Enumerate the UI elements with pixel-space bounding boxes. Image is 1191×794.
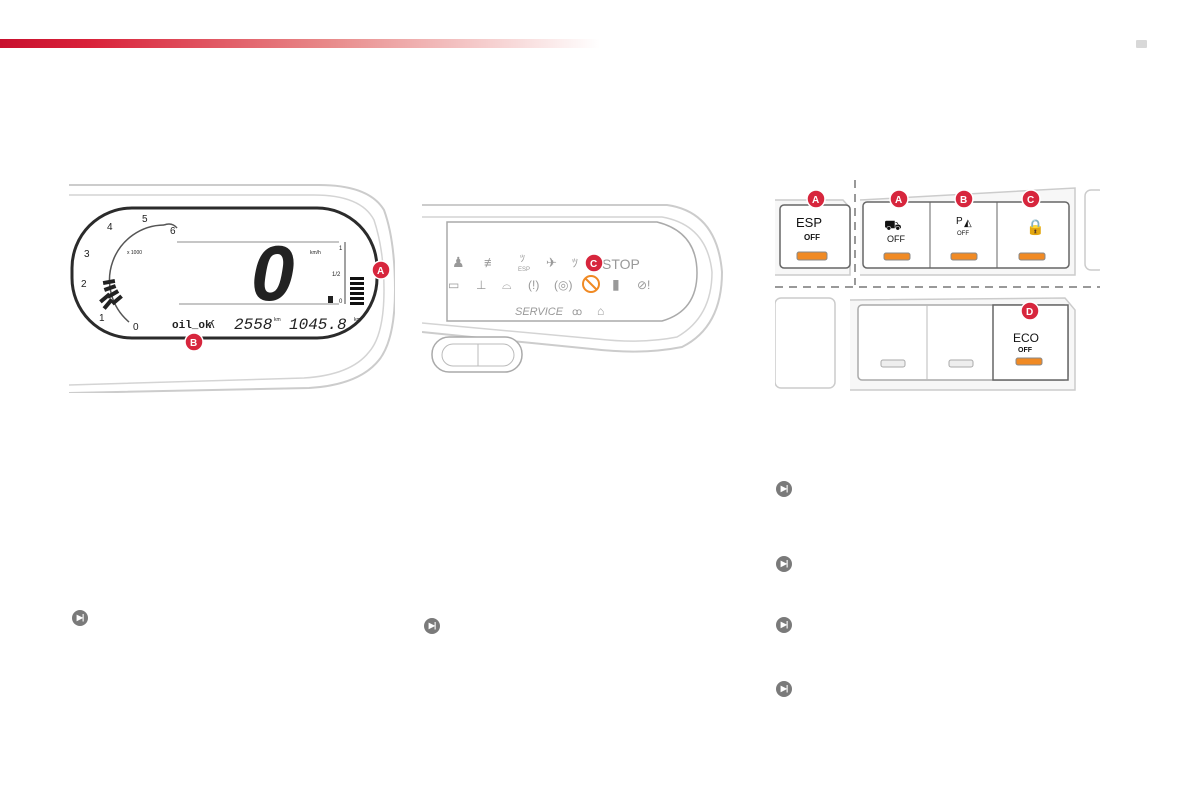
callout-b: B (184, 332, 204, 352)
svg-text:D: D (1026, 307, 1033, 318)
eco-off-button[interactable] (1015, 357, 1043, 366)
wrench-icon: ʎ (209, 319, 215, 331)
esp-slip-icon: ﾂ (520, 254, 525, 265)
fog-light-icon: ≢ (484, 255, 497, 270)
switch-panel-illustration: ESP OFF ⛟ OFF P ◭ OFF 🔒 ECO OFF A (775, 180, 1100, 393)
svg-text:A: A (377, 266, 384, 277)
callout-c: C (584, 253, 604, 273)
fuel-pump-icon (328, 296, 333, 303)
fuel-gauge-bars (350, 277, 364, 305)
callout-c-lock: C (1021, 189, 1041, 209)
fuel-half-label: 1/2 (332, 272, 341, 278)
glow-plug-icon: ꝏ (572, 307, 582, 318)
next-icon: ▶| (72, 610, 88, 626)
eco-button-off: OFF (1018, 347, 1033, 354)
child-lock-icon: 🔒 (1026, 218, 1045, 236)
park-sensor-off: OFF (957, 231, 969, 237)
engine-icon: ⌂ (597, 304, 604, 318)
svg-text:A: A (895, 195, 902, 206)
tach-label-3: 3 (84, 249, 90, 260)
child-lock-button[interactable] (1018, 252, 1046, 261)
fuel-empty-label: 0 (339, 299, 343, 305)
stop-text: STOP (602, 256, 640, 272)
tach-label-0: 0 (133, 322, 139, 333)
warning-lights-illustration: ♟ ≢ ﾂ ESP ✈ ﾂ STOP ▭ ⊥ ⌓ (!) (◎) ▮ ⊘! SE… (422, 177, 731, 393)
trip-value: 1045.8 (289, 316, 347, 334)
instrument-cluster-illustration: 0 1 2 3 4 5 6 x 1000 0 km/h 1 1/2 0 oil_… (69, 180, 395, 393)
abs-icon: (◎) (554, 278, 572, 292)
tach-label-5: 5 (142, 214, 148, 225)
tach-label-2: 2 (81, 279, 87, 290)
odometer-unit: km (274, 317, 281, 323)
tach-multiplier: x 1000 (127, 250, 142, 256)
callout-a-esp: A (806, 189, 826, 209)
header-accent-bar (0, 39, 600, 48)
traction-button-off: OFF (887, 234, 905, 244)
seatbelt-passenger-off-icon (582, 275, 600, 293)
oil-message: oil_ok (172, 320, 212, 332)
callout-b-park: B (954, 189, 974, 209)
park-sensor-icon: ◭ (964, 218, 972, 229)
park-sensor-off-button[interactable] (950, 252, 978, 261)
coolant-icon: ⊥ (476, 278, 486, 292)
esp-button-off: OFF (804, 233, 820, 242)
svg-text:A: A (812, 195, 819, 206)
esp-off-button[interactable] (796, 251, 828, 261)
brake-icon: (!) (528, 278, 539, 292)
next-icon: ▶| (776, 556, 792, 572)
esp-button-label: ESP (796, 215, 822, 230)
svg-text:B: B (960, 195, 967, 206)
airbag-icon: ✈ (546, 255, 557, 270)
next-icon: ▶| (776, 681, 792, 697)
fuel-full-label: 1 (339, 246, 343, 252)
svg-text:C: C (590, 259, 597, 270)
trip-unit: km (354, 317, 361, 323)
passenger-airbag-icon: ﾂ (572, 256, 578, 270)
callout-a-traction: A (889, 189, 909, 209)
svg-text:C: C (1027, 195, 1034, 206)
speed-unit: km/h (310, 250, 321, 256)
park-sensor-letter: P (956, 216, 963, 227)
page-marker (1136, 40, 1147, 48)
eco-button-label: ECO (1013, 331, 1039, 345)
next-icon: ▶| (776, 617, 792, 633)
next-icon: ▶| (424, 618, 440, 634)
battery-icon: ▭ (448, 278, 459, 292)
odometer-value: 2558 (234, 316, 273, 334)
traction-control-off-button[interactable] (883, 252, 911, 261)
service-text: SERVICE (515, 306, 564, 318)
esp-warning-text: ESP (518, 267, 530, 273)
tach-label-1: 1 (99, 313, 105, 324)
speed-readout: 0 (251, 229, 294, 317)
oil-pressure-icon: ⌓ (502, 278, 512, 292)
seatbelt-icon: ♟ (452, 254, 465, 270)
steering-warning-icon: ⊘! (637, 278, 650, 292)
fuel-level-icon: ▮ (612, 276, 620, 292)
next-icon: ▶| (776, 481, 792, 497)
tach-label-4: 4 (107, 222, 113, 233)
traction-control-icon: ⛟ (884, 218, 902, 234)
tach-label-6: 6 (170, 226, 176, 237)
svg-text:B: B (190, 338, 197, 349)
callout-a: A (371, 260, 391, 280)
callout-d-eco: D (1020, 301, 1040, 321)
